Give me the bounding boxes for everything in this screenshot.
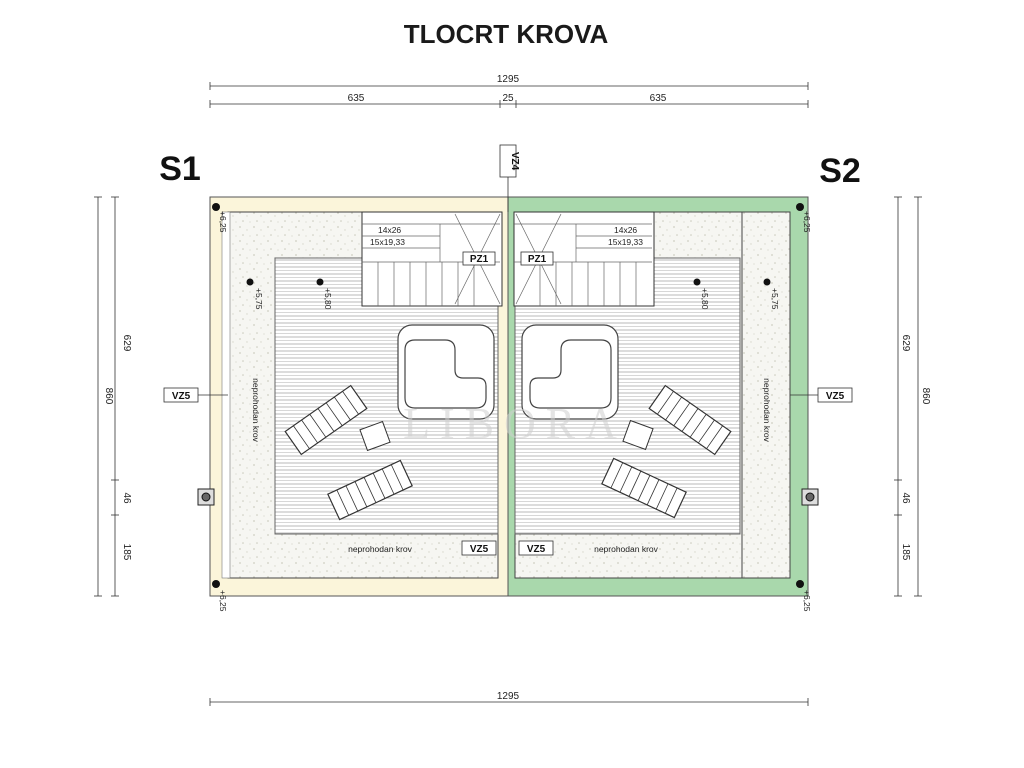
dim-left-total: 860 xyxy=(103,388,114,405)
level-corner-tl: +6,25 xyxy=(218,211,228,233)
stair-steps-bottom-s2: 15x19,33 xyxy=(608,237,643,247)
page-title: TLOCRT KROVA xyxy=(404,19,609,49)
dim-left-upper: 629 xyxy=(121,335,132,352)
side-table-s2 xyxy=(622,419,654,451)
level-markers xyxy=(212,203,804,588)
roof-label-s1-bottom: neprohodan krov xyxy=(348,544,413,554)
dim-left-mid: 46 xyxy=(121,492,132,504)
watermark: LIBORA xyxy=(403,399,627,448)
bottom-dimension xyxy=(209,698,809,706)
right-dimensions xyxy=(894,196,922,597)
level-gutter-s2: +5,75 xyxy=(770,288,780,310)
hot-tub-s1 xyxy=(397,324,495,420)
lounge-chair-s1-lower xyxy=(327,459,413,521)
dim-top-total: 1295 xyxy=(497,74,520,85)
level-corner-bl: +6,25 xyxy=(218,590,228,612)
tag-vz5-bottom-right: VZ5 xyxy=(527,544,546,555)
tag-vz5-left: VZ5 xyxy=(172,391,191,402)
dim-right-upper: 629 xyxy=(900,335,911,352)
tag-pz1-s2: PZ1 xyxy=(528,254,547,265)
level-corner-tr: +6,25 xyxy=(802,211,812,233)
left-dimensions xyxy=(94,196,119,597)
level-gutter-s1: +5,75 xyxy=(254,288,264,310)
tag-vz5-bottom-left: VZ5 xyxy=(470,544,489,555)
level-terrace-s1: +5,80 xyxy=(323,288,333,310)
roof-label-s2-side: neprohodan krov xyxy=(762,378,772,443)
dim-right-lower: 185 xyxy=(900,544,911,561)
dim-top-mid: 25 xyxy=(502,93,514,104)
tag-vz5-right: VZ5 xyxy=(826,391,845,402)
roof-label-s2-bottom: neprohodan krov xyxy=(594,544,659,554)
roof-drain-s1 xyxy=(197,488,215,506)
roof-label-s1-side: neprohodan krov xyxy=(251,378,261,443)
level-terrace-s2: +5,80 xyxy=(700,288,710,310)
tag-vz4: VZ4 xyxy=(509,152,520,171)
level-corner-br: +6,25 xyxy=(802,590,812,612)
tag-pz1-s1: PZ1 xyxy=(470,254,489,265)
dim-right-total: 860 xyxy=(920,388,931,405)
lounge-chair-s2-upper xyxy=(648,384,732,456)
dim-bottom-total: 1295 xyxy=(497,691,520,702)
side-table-s1 xyxy=(359,420,391,452)
top-dimensions xyxy=(209,82,809,108)
lounge-chair-s1-upper xyxy=(284,384,368,456)
lounge-chair-s2-lower xyxy=(601,457,687,519)
hot-tub-s2 xyxy=(521,324,619,420)
unit-label-s2: S2 xyxy=(819,152,861,190)
dim-top-right: 635 xyxy=(650,93,667,104)
stair-steps-top-s1: 14x26 xyxy=(378,225,401,235)
dim-top-left: 635 xyxy=(348,93,365,104)
dim-left-lower: 185 xyxy=(121,544,132,561)
stair-steps-bottom-s1: 15x19,33 xyxy=(370,237,405,247)
dim-right-mid: 46 xyxy=(900,492,911,504)
roof-drain-s2 xyxy=(801,488,819,506)
unit-label-s1: S1 xyxy=(159,150,201,188)
stair-steps-top-s2: 14x26 xyxy=(614,225,637,235)
